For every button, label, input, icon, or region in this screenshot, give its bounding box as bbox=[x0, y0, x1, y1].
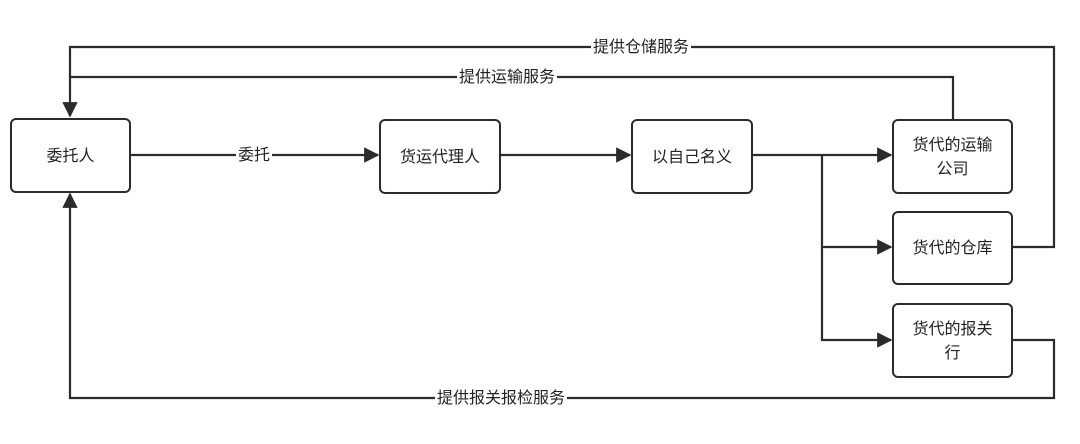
edge-storage-service bbox=[62, 45, 1056, 249]
node-freight-forwarder: 货运代理人 bbox=[379, 119, 501, 194]
node-transport-company: 货代的运输公司 bbox=[892, 119, 1013, 194]
node-freight-forwarder-label: 货运代理人 bbox=[399, 146, 480, 166]
node-customs-broker-label: 货代的报关行 bbox=[912, 318, 993, 362]
node-warehouse-label: 货代的仓库 bbox=[912, 238, 993, 257]
edge-transport-service bbox=[70, 75, 955, 119]
node-own-name: 以自己名义 bbox=[631, 119, 753, 194]
node-client: 委托人 bbox=[10, 118, 131, 193]
node-warehouse: 货代的仓库 bbox=[892, 211, 1013, 285]
node-client-label: 委托人 bbox=[46, 145, 95, 165]
edge-to-warehouse bbox=[820, 155, 893, 255]
edge-customs-service bbox=[62, 192, 1056, 400]
node-transport-company-label: 货代的运输公司 bbox=[912, 134, 993, 178]
edge-label-entrust: 委托 bbox=[236, 145, 273, 165]
node-own-name-label: 以自己名义 bbox=[651, 146, 732, 166]
edge-label-storage-service: 提供仓储服务 bbox=[591, 37, 692, 57]
edge-label-customs-service: 提供报关报检服务 bbox=[435, 388, 568, 408]
edge-label-transport-service: 提供运输服务 bbox=[457, 67, 558, 87]
node-customs-broker: 货代的报关行 bbox=[892, 303, 1013, 378]
edge-to-customs bbox=[820, 247, 893, 348]
